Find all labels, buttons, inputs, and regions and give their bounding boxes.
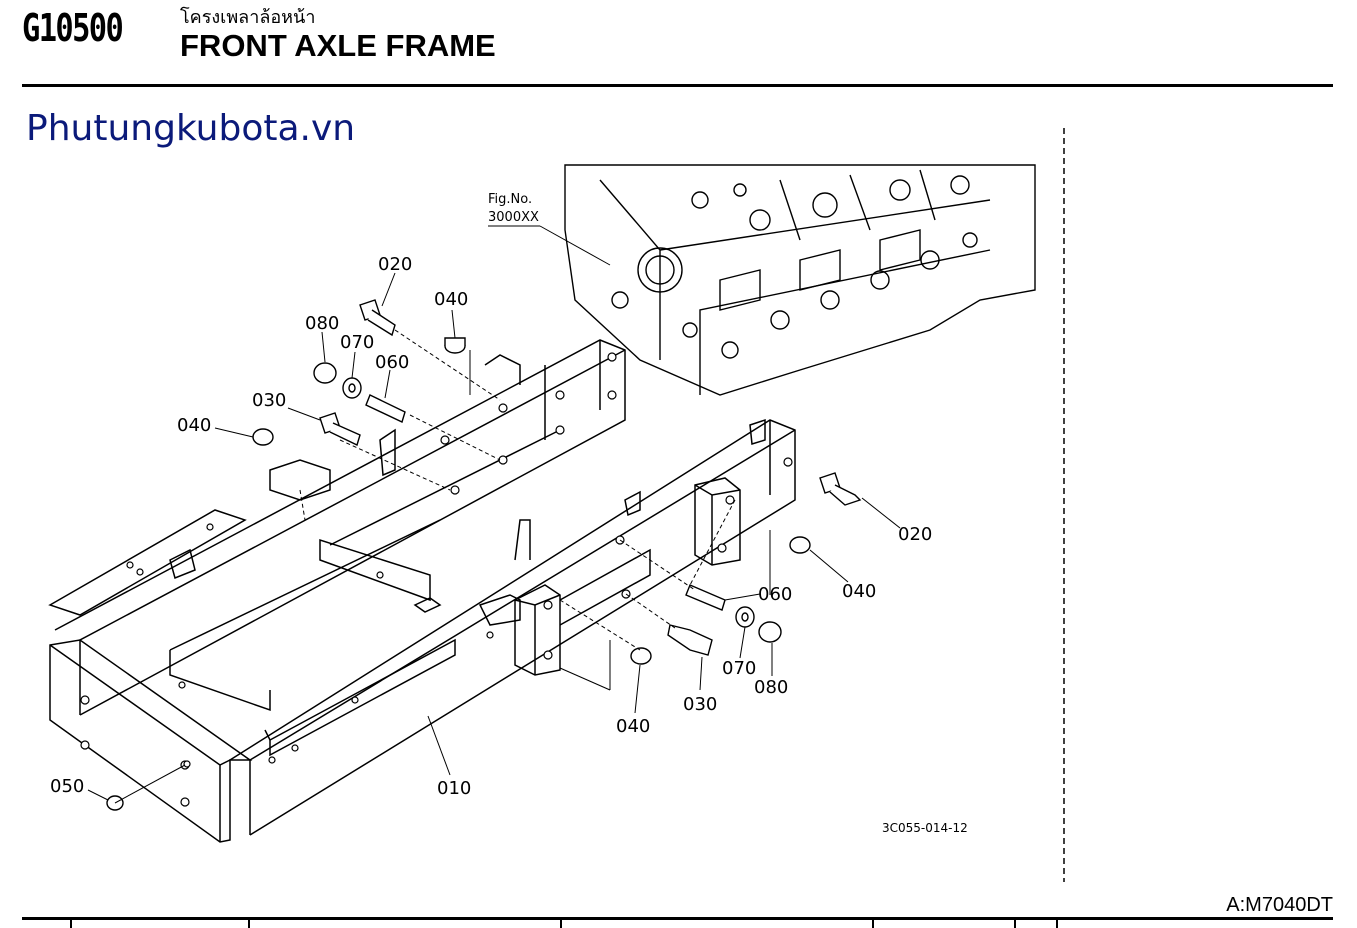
watermark: Phutungkubota.vn: [26, 108, 356, 149]
figure-reference-code: 3C055-014-12: [882, 821, 968, 835]
table-column-divider: [1056, 920, 1058, 928]
callout-040-bottom: 040: [616, 716, 650, 737]
table-column-divider: [1014, 920, 1016, 928]
table-column-divider: [560, 920, 562, 928]
header-divider: [22, 84, 1333, 87]
callout-080-bottom: 080: [754, 677, 788, 698]
callout-020-top: 020: [378, 254, 412, 275]
title-thai: โครงเพลาล้อหน้า: [180, 7, 316, 28]
table-column-divider: [872, 920, 874, 928]
callout-020-right: 020: [898, 524, 932, 545]
callout-040-top: 040: [434, 289, 468, 310]
callout-030-top: 030: [252, 390, 286, 411]
callout-070-bottom: 070: [722, 658, 756, 679]
callout-060-right: 060: [758, 584, 792, 605]
table-column-divider: [70, 920, 72, 928]
callout-040-right: 040: [842, 581, 876, 602]
callout-010: 010: [437, 778, 471, 799]
fig-no-value: 3000XX: [488, 210, 539, 225]
table-column-divider: [248, 920, 250, 928]
engine-block-drawing: [564, 164, 1036, 396]
callout-080-top: 080: [305, 313, 339, 334]
callout-040-left: 040: [177, 415, 211, 436]
front-axle-frame-drawing: [48, 339, 796, 843]
fig-no-label: Fig.No.: [488, 192, 532, 207]
fasteners: [106, 299, 862, 811]
leader-lines: [87, 272, 901, 804]
page-code: G10500: [22, 6, 124, 50]
callout-070-top: 070: [340, 332, 374, 353]
callout-030-bottom: 030: [683, 694, 717, 715]
footer-divider: [22, 917, 1333, 920]
frame-holes: [80, 352, 793, 807]
title-english: FRONT AXLE FRAME: [180, 28, 496, 63]
callout-060-top: 060: [375, 352, 409, 373]
model-code: A:M7040DT: [1226, 894, 1333, 916]
callout-050: 050: [50, 776, 84, 797]
